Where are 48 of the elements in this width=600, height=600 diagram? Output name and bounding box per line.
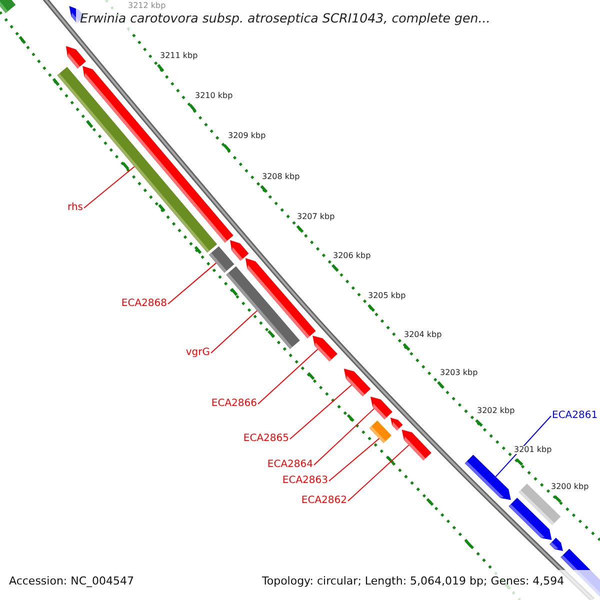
gene-feature [230,240,249,261]
tick-label: 3201 kbp [514,446,552,454]
tick-label: 3210 kbp [195,92,233,100]
leader-line [84,166,135,208]
gene-label: ECA2861 [552,411,598,421]
tick-label: 3208 kbp [262,173,300,181]
leader-line [348,444,410,502]
accession-text: Accession: NC_004547 [9,576,134,586]
gene-label: ECA2866 [211,399,257,409]
leader-line [290,384,352,440]
gene-feature [344,368,371,396]
gene-block [0,0,16,14]
tick-label: 3200 kbp [551,483,589,491]
gene-feature [390,418,403,430]
gene-feature [550,538,563,551]
gene-label: vgrG [186,348,210,358]
gene-feature [312,336,338,362]
gene-block [369,420,392,444]
gene-label: ECA2863 [282,476,328,486]
leader-line [168,262,217,304]
gene-feature [464,454,511,500]
gene-feature [245,258,316,338]
gene-block [208,246,234,273]
leader-line [328,438,380,482]
genome-summary: Topology: circular; Length: 5,064,019 bp; Genes: 4,594 [262,576,564,586]
map-title: Erwinia carotovora subsp. atroseptica SCRI1043, complete gen... [80,12,490,26]
gene-label: ECA2862 [301,496,347,506]
tick-label: 3203 kbp [440,369,478,377]
leader-line [210,310,258,354]
gene-label: ECA2868 [121,299,167,309]
tick-label: 3211 kbp [160,52,198,60]
leader-line [258,348,318,404]
tick-label: 3206 kbp [333,252,371,260]
tick-label: 3205 kbp [368,292,406,300]
gene-feature [66,46,86,68]
gene-label: rhs [68,203,83,213]
tick-label: 3204 kbp [404,331,442,339]
leader-line [495,416,552,478]
gene-feature [370,396,392,420]
tick-label: 3207 kbp [297,213,335,221]
tick-label: 3209 kbp [228,132,266,140]
gene-label: ECA2864 [267,460,313,470]
leader-line [314,408,375,466]
tick-label: 3212 kbp [128,2,166,10]
gene-label: ECA2865 [243,434,289,444]
gene-feature [508,498,552,540]
gene-feature [402,430,432,460]
tick-label: 3202 kbp [477,407,515,415]
